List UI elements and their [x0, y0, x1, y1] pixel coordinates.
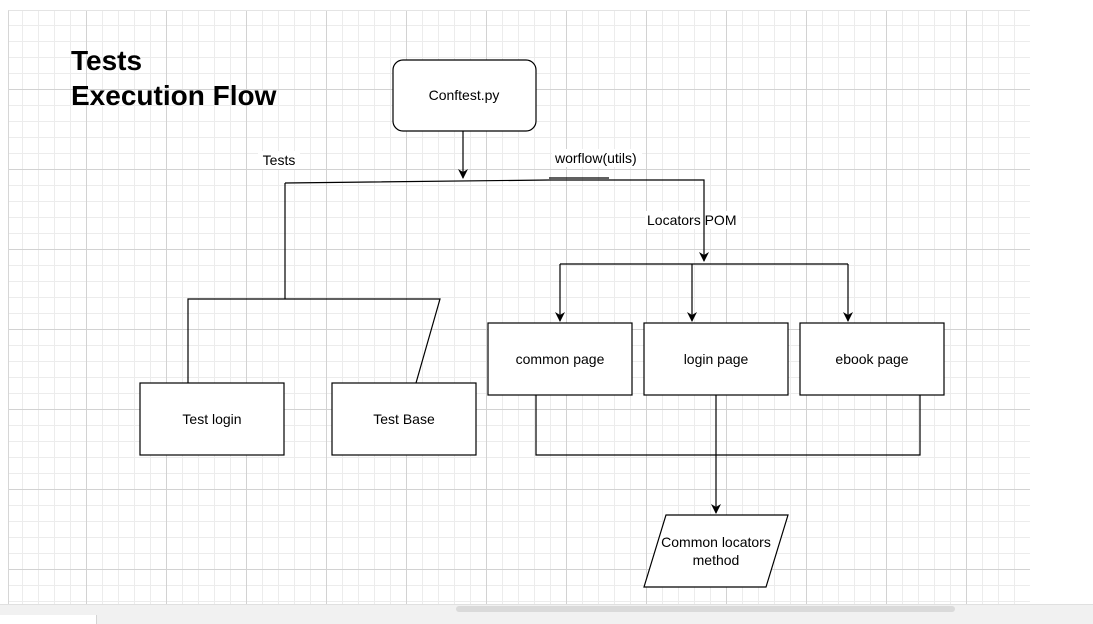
- common-page-node-label: common page: [516, 351, 605, 367]
- diagram-title-line-2: Execution Flow: [71, 80, 277, 111]
- tests-label-bg: [258, 151, 300, 169]
- canvas-left-margin: [0, 0, 8, 614]
- horizontal-scrollbar[interactable]: [456, 606, 955, 612]
- page-tab[interactable]: [0, 615, 97, 624]
- common-locators-node-label-line-1: Common locators: [661, 534, 771, 550]
- workflow-to-locators-arrow[interactable]: [284, 179, 709, 262]
- conftest-node[interactable]: Conftest.py: [392, 59, 537, 132]
- ebook-page-node-label: ebook page: [835, 351, 908, 367]
- common-page-node[interactable]: common page: [487, 322, 633, 396]
- ebook-page-node[interactable]: ebook page: [799, 322, 945, 396]
- locators-pom-edge-label: Locators POM: [647, 212, 736, 228]
- canvas-top-margin: [0, 0, 1030, 10]
- workflow-label-bg: [552, 149, 642, 167]
- test-base-node[interactable]: Test Base: [331, 382, 477, 456]
- diagram-title-line-1: Tests: [71, 45, 142, 76]
- tests-split-edge[interactable]: [187, 298, 441, 384]
- locators-label-bg: [645, 211, 741, 229]
- edges: [187, 131, 921, 514]
- common-locators-node-label-line-2: method: [693, 552, 740, 568]
- conftest-node-label: Conftest.py: [429, 87, 500, 103]
- pages-merge-edge[interactable]: [535, 395, 921, 456]
- tests-edge-label: Tests: [263, 152, 296, 168]
- workflow-edge-label: worflow(utils): [554, 150, 637, 166]
- flow-diagram: Tests Execution Flow Tests worflow(utils…: [71, 45, 945, 588]
- common-locators-node[interactable]: Common locators method: [643, 514, 789, 588]
- canvas-right-margin: [1030, 0, 1093, 614]
- test-login-node[interactable]: Test login: [139, 382, 285, 456]
- login-page-node[interactable]: login page: [643, 322, 789, 396]
- test-login-node-label: Test login: [182, 411, 241, 427]
- login-page-node-label: login page: [684, 351, 749, 367]
- test-base-node-label: Test Base: [373, 411, 435, 427]
